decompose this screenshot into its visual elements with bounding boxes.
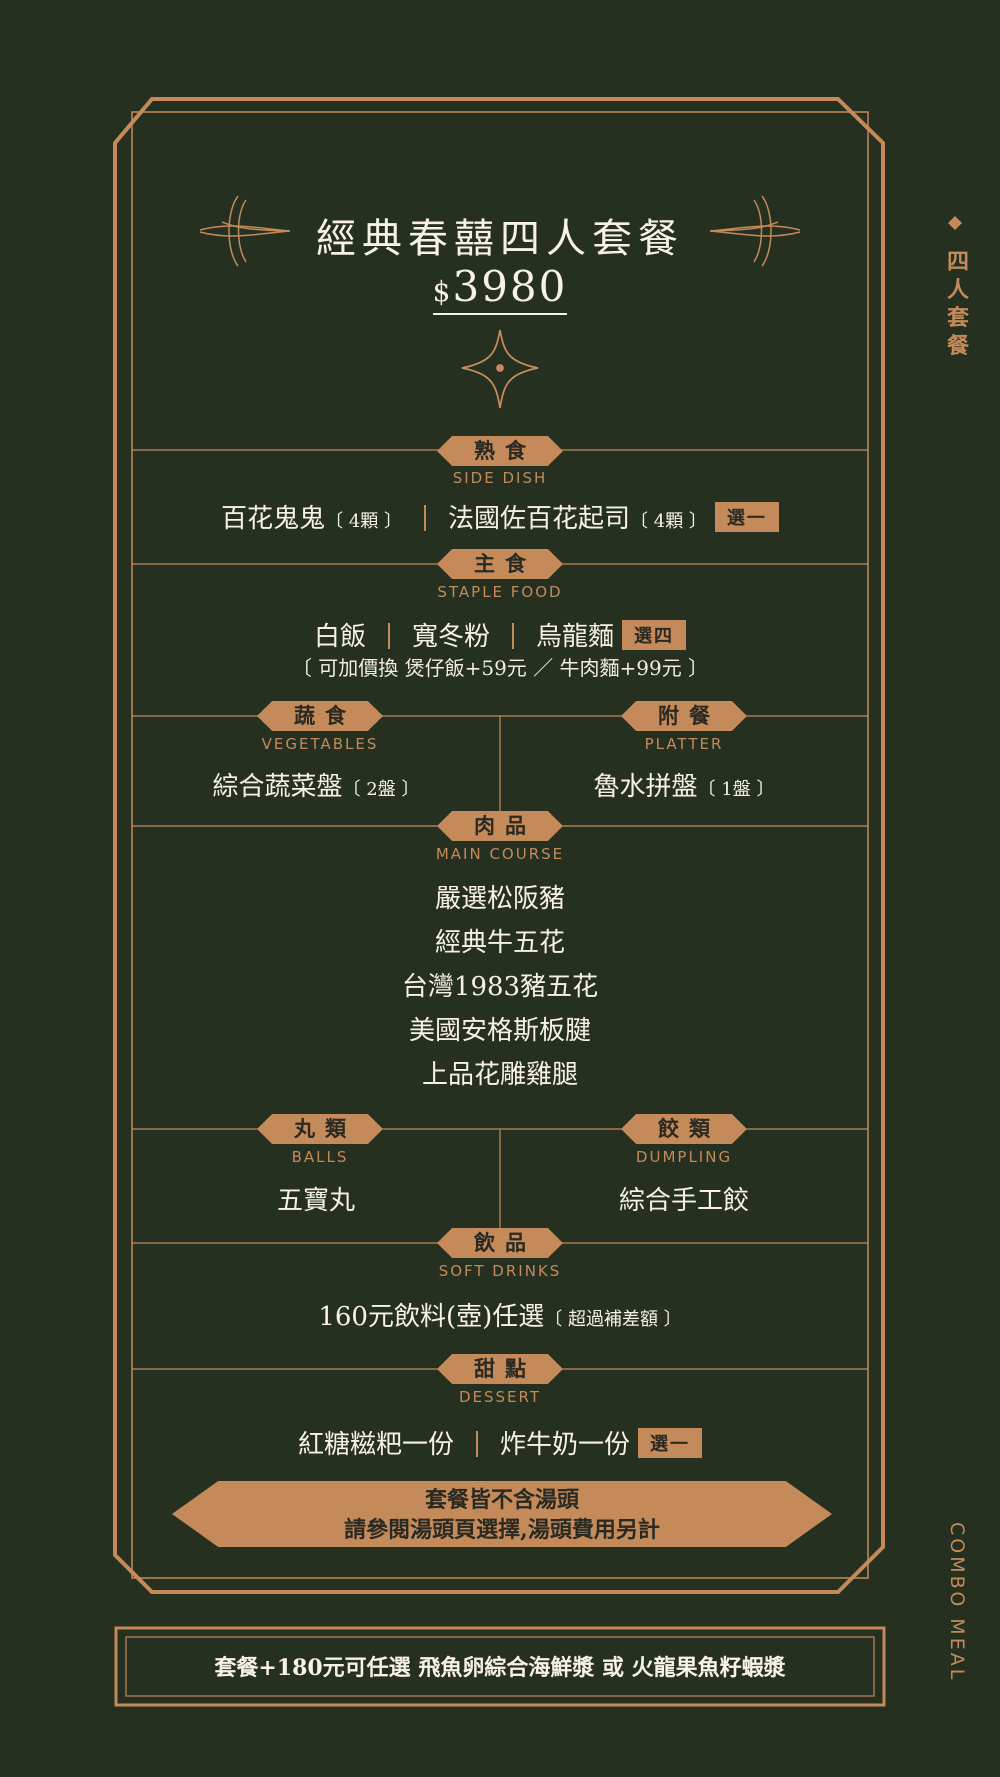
outer-frame [113, 97, 885, 1594]
staple-item-1: 白飯 [313, 622, 366, 652]
main-course-item: 美國安格斯板腱 [408, 1016, 591, 1046]
divider [424, 505, 426, 531]
category-label-en: COMBO MEAL [946, 1522, 968, 1683]
fleur-ornament-icon [709, 195, 801, 267]
side-dish-qty-2: 〔 4顆 〕 [630, 511, 707, 532]
upgrade-box-inner [125, 1636, 875, 1697]
platter-name: 魯水拼盤 [593, 772, 698, 802]
section-tag-dumpling: 餃類 [621, 1114, 747, 1144]
price-number: 3980 [452, 262, 568, 311]
section-sub-dumpling: DUMPLING [635, 1148, 733, 1166]
main-course-item: 上品花雕雞腿 [421, 1060, 578, 1090]
section-tag-dessert: 甜點 [437, 1354, 563, 1384]
section-sub-dessert: DESSERT [458, 1388, 542, 1406]
side-dish-item-2: 法國佐百花起司 [448, 504, 631, 534]
dessert-item-2: 炸牛奶一份 [500, 1430, 631, 1460]
side-dish-qty-1: 〔 4顆 〕 [325, 511, 402, 532]
main-course-list: 嚴選松阪豬 經典牛五花 台灣1983豬五花 美國安格斯板腱 上品花雕雞腿 [130, 877, 870, 1097]
four-point-star-icon [461, 329, 539, 409]
drinks-item: 160元飲料(壺)任選〔 超過補差額 〕 [130, 1296, 870, 1333]
fleur-ornament-icon [199, 195, 291, 267]
dessert-items: 紅糖糍粑一份 炸牛奶一份選一 [130, 1424, 870, 1461]
staple-item-3: 烏龍麵 [536, 622, 615, 652]
vegetables-name: 綜合蔬菜盤 [212, 772, 343, 802]
section-sub-side-dish: SIDE DISH [452, 469, 548, 487]
main-course-item: 經典牛五花 [434, 928, 565, 958]
main-course-item: 嚴選松阪豬 [434, 884, 565, 914]
choose-one-badge: 選一 [638, 1428, 703, 1458]
soup-base-notice: 套餐皆不含湯頭 請參閱湯頭頁選擇,湯頭費用另計 [172, 1481, 832, 1547]
menu-price: $3980 [130, 262, 870, 315]
menu-title: 經典春囍四人套餐 [316, 216, 684, 262]
choose-four-badge: 選四 [622, 620, 687, 650]
upgrade-offer: 套餐+180元可任選 飛魚卵綜合海鮮漿 或 火龍果魚籽蝦漿 [214, 1655, 786, 1681]
inner-frame [131, 111, 869, 1579]
section-tag-side-dish: 熟食 [437, 436, 563, 466]
platter-qty: 〔 1盤 〕 [697, 779, 775, 800]
section-sub-staple: STAPLE FOOD [437, 583, 563, 601]
upgrade-box-outer [114, 1626, 886, 1707]
price-value-wrap: $3980 [432, 262, 568, 315]
staple-item-2: 寬冬粉 [411, 622, 490, 652]
divider [387, 623, 390, 649]
section-sub-vegetables: VEGETABLES [261, 735, 379, 753]
staple-items: 白飯 寬冬粉 烏龍麵選四 [130, 616, 870, 653]
section-sub-drinks: SOFT DRINKS [438, 1262, 562, 1280]
category-label-cn: 四人套餐 [946, 249, 969, 359]
notice-line-2: 請參閱湯頭頁選擇,湯頭費用另計 [344, 1517, 660, 1543]
section-tag-balls: 丸類 [257, 1114, 383, 1144]
divider [512, 623, 514, 649]
main-course-item: 台灣1983豬五花 [401, 972, 599, 1002]
currency-symbol: $ [432, 275, 453, 308]
dumpling-item: 綜合手工餃 [618, 1186, 749, 1216]
dessert-item-1: 紅糖糍粑一份 [297, 1430, 454, 1460]
drinks-note: 〔 超過補差額 〕 [544, 1309, 682, 1330]
vegetables-item: 綜合蔬菜盤〔 2盤 〕 [132, 766, 500, 803]
side-dish-item-1: 百花鬼鬼 [221, 504, 326, 534]
platter-item: 魯水拼盤〔 1盤 〕 [500, 766, 868, 803]
section-tag-drinks: 飲品 [437, 1228, 563, 1258]
side-dish-items: 百花鬼鬼〔 4顆 〕法國佐百花起司〔 4顆 〕選一 [130, 498, 870, 535]
vegetables-qty: 〔 2盤 〕 [342, 779, 420, 800]
notice-line-1: 套餐皆不含湯頭 [424, 1487, 579, 1513]
section-sub-platter: PLATTER [644, 735, 724, 753]
balls-item: 五寶丸 [276, 1186, 355, 1216]
section-tag-main-course: 肉品 [437, 811, 563, 841]
choose-one-badge: 選一 [714, 502, 779, 532]
section-tag-vegetables: 蔬食 [257, 701, 383, 731]
diamond-icon [948, 216, 962, 230]
section-sub-balls: BALLS [291, 1148, 349, 1166]
staple-note: 〔 可加價換 煲仔飯+59元 ／ 牛肉麵+99元 〕 [291, 656, 709, 680]
drinks-name: 160元飲料(壺)任選 [318, 1302, 545, 1332]
section-tag-platter: 附餐 [621, 701, 747, 731]
divider [476, 1431, 478, 1457]
section-tag-staple: 主食 [437, 549, 563, 579]
section-sub-main-course: MAIN COURSE [435, 845, 565, 863]
